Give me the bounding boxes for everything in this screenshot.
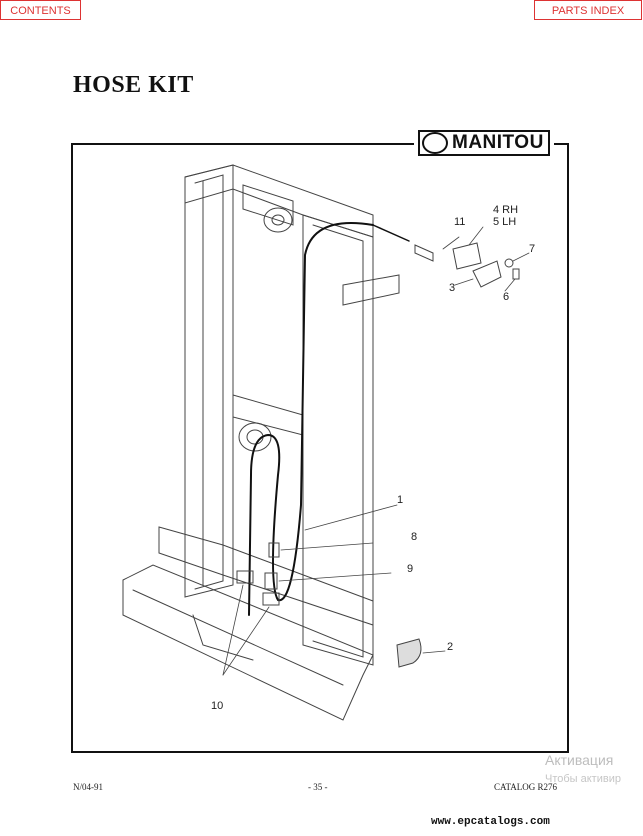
fitting-11: [414, 244, 434, 262]
washer-7: [504, 258, 514, 268]
page-title: HOSE KIT: [73, 72, 194, 98]
mast-left-rail: [184, 164, 234, 598]
footer-date: N/04-91: [73, 782, 103, 792]
manitou-logo: MANITOU: [414, 128, 554, 158]
parts-index-button[interactable]: PARTS INDEX: [534, 0, 642, 20]
callout-7: 7: [529, 243, 535, 255]
callout-9: 9: [407, 563, 413, 575]
callout-5: 5 LH: [493, 216, 516, 228]
bracket-10a: [236, 570, 254, 584]
callout-4: 4 RH: [493, 204, 518, 216]
callout-2: 2: [447, 641, 453, 653]
callout-3: 3: [449, 282, 455, 294]
top-crossmember: [184, 164, 374, 238]
fork-base: [122, 564, 374, 721]
fitting-9: [264, 572, 278, 590]
diagram-frame: [71, 143, 569, 753]
activation-watermark-sub: Чтобы активир: [545, 773, 621, 785]
fitting-8: [268, 542, 280, 558]
bracket-10b: [262, 592, 280, 606]
hose-kit-diagram: 1 2 3 4 RH 5 LH 6 7 8 9 10 11: [122, 164, 535, 721]
footer-page-number: - 35 -: [308, 782, 328, 792]
site-url[interactable]: www.epcatalogs.com: [431, 816, 550, 828]
callout-1: 1: [397, 494, 403, 506]
contents-button[interactable]: CONTENTS: [0, 0, 81, 20]
logo-text: MANITOU: [452, 132, 544, 153]
callout-8: 8: [411, 531, 417, 543]
activation-watermark: Активация: [545, 752, 614, 768]
bracket-4-5: [452, 242, 482, 270]
fork-plate: [158, 526, 374, 626]
footer-catalog: CATALOG R276: [494, 782, 558, 792]
callout-11: 11: [454, 216, 465, 228]
hose-line: [248, 222, 374, 616]
cap-2: [396, 638, 422, 668]
screw-6: [512, 268, 520, 280]
top-pulley: [263, 207, 293, 233]
forklift-icon: [422, 132, 448, 154]
callout-10: 10: [211, 700, 223, 712]
clip-3: [472, 260, 502, 288]
carriage-pulley: [238, 422, 272, 452]
callout-6: 6: [503, 291, 509, 303]
